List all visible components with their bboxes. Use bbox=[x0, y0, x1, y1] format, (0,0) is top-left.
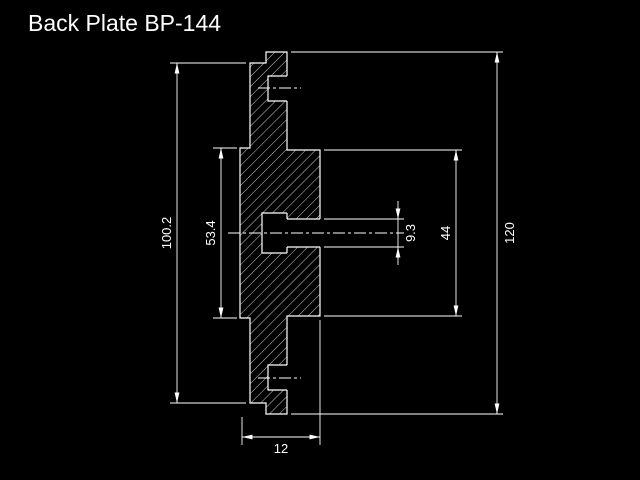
drawing-title: Back Plate BP-144 bbox=[28, 10, 222, 36]
dimension-flange-thickness: 12 bbox=[241, 320, 321, 456]
dim-text-12: 12 bbox=[274, 441, 288, 456]
center-bore bbox=[287, 218, 320, 248]
dim-text-120: 120 bbox=[502, 222, 517, 244]
dim-text-100-2: 100.2 bbox=[159, 217, 174, 250]
dim-text-9-3: 9.3 bbox=[403, 224, 418, 242]
dimension-hub-diameter: 44 bbox=[324, 149, 462, 317]
center-counterbore bbox=[261, 212, 288, 254]
dimension-outer-diameter: 120 bbox=[291, 51, 517, 415]
dim-text-53-4: 53.4 bbox=[203, 220, 218, 245]
dim-text-44: 44 bbox=[438, 226, 453, 240]
section-hatch-fill bbox=[240, 52, 320, 414]
bolt-hole-top bbox=[267, 75, 287, 102]
dimension-register-diameter: 53.4 bbox=[203, 147, 237, 319]
bolt-hole-bottom bbox=[267, 364, 287, 391]
dimension-front-recess-diameter: 100.2 bbox=[159, 62, 246, 404]
centerlines bbox=[228, 87, 404, 379]
dimension-bore-diameter: 9.3 bbox=[324, 201, 418, 265]
